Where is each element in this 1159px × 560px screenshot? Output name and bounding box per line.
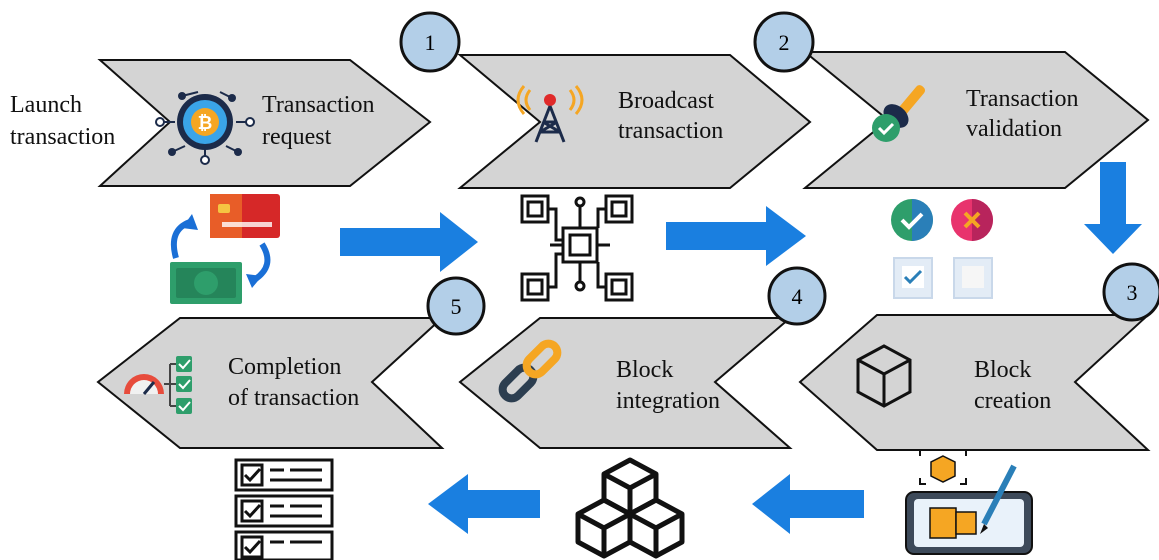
- approve-reject-checkbox-icon: [891, 199, 993, 299]
- stage-5-label-line1: Block: [616, 357, 674, 383]
- bitcoin-circuit-icon: ₿: [155, 91, 255, 165]
- stage-2-label-line1: Broadcast: [618, 88, 714, 114]
- network-chip-icon: [520, 194, 634, 302]
- arrow-right-2: [666, 206, 806, 266]
- stage-4-label-line2: creation: [974, 388, 1052, 414]
- stage-4-label-line1: Block: [974, 357, 1032, 383]
- chevron-broadcast-transaction: [457, 54, 812, 189]
- card-cash-exchange-icon: [170, 194, 280, 304]
- intro-label-line1: Launch: [10, 92, 82, 118]
- svg-text:3: 3: [1127, 280, 1138, 305]
- step-badge-1: 1: [399, 11, 461, 73]
- stage-1-label-line1: Transaction: [262, 92, 375, 118]
- arrow-left-2: [428, 474, 540, 534]
- cube-icon: [856, 344, 912, 408]
- stage-2-label-line2: transaction: [618, 118, 724, 144]
- stage-3-label-line1: Transaction: [966, 86, 1079, 112]
- arrow-down: [1084, 162, 1142, 254]
- radio-tower-icon: [516, 85, 584, 143]
- stage-1-label-line2: request: [262, 124, 332, 150]
- intro-label-line2: transaction: [10, 124, 116, 150]
- stage-3-label-line2: validation: [966, 116, 1062, 142]
- arrow-left-1: [752, 474, 864, 534]
- svg-text:₿: ₿: [198, 113, 213, 134]
- stage-6-label-line1: Completion: [228, 354, 342, 380]
- step-badge-3: 3: [1102, 262, 1159, 322]
- svg-text:5: 5: [451, 294, 462, 319]
- chain-link-icon: [498, 339, 562, 403]
- tablet-block-design-icon: [905, 449, 1033, 555]
- svg-text:1: 1: [425, 30, 436, 55]
- gauge-checklist-icon: [124, 356, 192, 414]
- stamp-approval-icon: [872, 85, 926, 142]
- arrow-right-1: [340, 212, 478, 272]
- step-badge-4: 4: [767, 266, 827, 326]
- stage-5-label-line2: integration: [616, 388, 720, 414]
- svg-text:4: 4: [792, 284, 803, 309]
- stacked-blocks-icon: [575, 457, 685, 559]
- stage-6-label-line2: of transaction: [228, 385, 360, 411]
- step-badge-5: 5: [426, 276, 486, 336]
- checklist-icon: [234, 458, 334, 560]
- svg-text:2: 2: [779, 30, 790, 55]
- step-badge-2: 2: [753, 11, 815, 73]
